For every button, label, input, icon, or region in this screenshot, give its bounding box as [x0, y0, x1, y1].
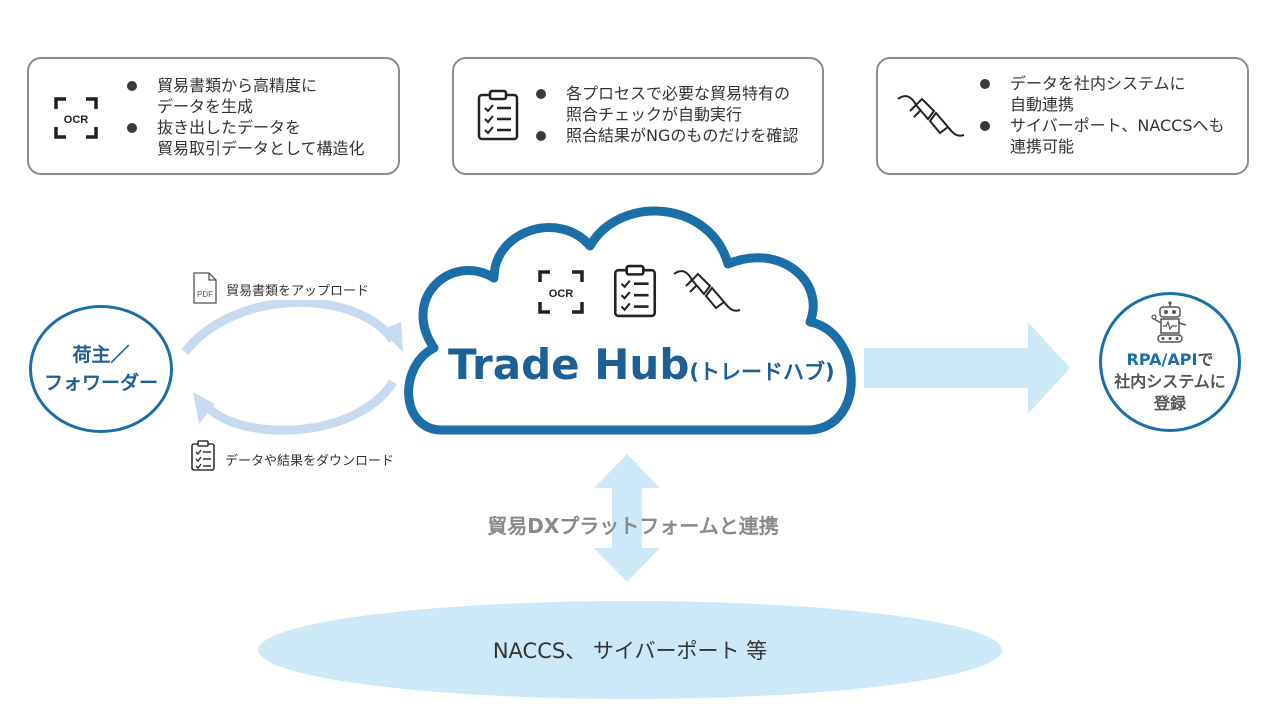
right-arrow [864, 322, 1070, 414]
platform-ellipse: NACCS、 サイバーポート 等 [258, 601, 1002, 699]
hub-title: Trade Hub [448, 340, 690, 389]
robot-icon [1151, 301, 1187, 343]
download-label: データや結果をダウンロード [225, 454, 395, 469]
download-arrow [201, 379, 397, 435]
shipper-line2: フォワーダー [43, 372, 158, 394]
bullet-text: 照合結果がNGのものだけを確認 [566, 126, 799, 145]
upload-arrow [181, 300, 397, 355]
hub-title-group: Trade Hub(トレードハブ) [448, 340, 835, 389]
hub-plug-icon [673, 270, 741, 312]
pdf-file-icon: PDF [193, 272, 217, 304]
rpa-line1: RPA/API [1126, 350, 1198, 369]
bullet: データを社内システムに 自動連携 [978, 73, 1225, 115]
shipper-line1: 荷主／ [72, 344, 130, 366]
rpa-api-node: RPA/APIで 社内システムに 登録 [1099, 292, 1241, 432]
plug-connector-icon [897, 95, 965, 137]
bullet: サイバーポート、NACCSへも 連携可能 [978, 115, 1225, 157]
download-arrowhead [193, 392, 215, 424]
shipper-forwarder-node: 荷主／ フォワーダー [29, 305, 173, 433]
dx-platform-label: 貿易DXプラットフォームと連携 [487, 514, 779, 538]
ocr-icon-text: OCR [64, 114, 89, 126]
feature-list-check: 各プロセスで必要な貿易特有の 照合チェックが自動実行 照合結果がNGのものだけを… [534, 83, 798, 146]
hub-clipboard-icon [613, 264, 657, 318]
bullet-text: サイバーポート、NACCSへも 連携可能 [1010, 116, 1225, 156]
bullet-text: 各プロセスで必要な貿易特有の 照合チェックが自動実行 [566, 84, 791, 124]
ocr-icon-text: OCR [549, 288, 574, 300]
feature-box-check: 各プロセスで必要な貿易特有の 照合チェックが自動実行 照合結果がNGのものだけを… [452, 57, 824, 175]
clipboard-small-icon [191, 440, 215, 471]
feature-list-integration: データを社内システムに 自動連携 サイバーポート、NACCSへも 連携可能 [978, 73, 1225, 157]
hub-ocr-icon: OCR [538, 270, 584, 314]
pdf-icon-text: PDF [197, 290, 213, 299]
platform-label: NACCS、 サイバーポート 等 [492, 639, 768, 663]
bullet: 照合結果がNGのものだけを確認 [534, 125, 798, 146]
bullet: 各プロセスで必要な貿易特有の 照合チェックが自動実行 [534, 83, 798, 125]
rpa-line2: 社内システムに [1114, 372, 1226, 391]
hub-subtitle: (トレードハブ) [689, 360, 835, 384]
cloud-shape [404, 206, 856, 435]
bullet-text: データを社内システムに 自動連携 [1010, 74, 1186, 114]
feature-list-ocr: 貿易書類から高精度に データを生成 抜き出したデータを 貿易取引データとして構造… [125, 75, 365, 159]
bullet: 貿易書類から高精度に データを生成 [125, 75, 365, 117]
bullet: 抜き出したデータを 貿易取引データとして構造化 [125, 117, 365, 159]
bullet-text: 抜き出したデータを 貿易取引データとして構造化 [157, 118, 365, 158]
clipboard-checklist-icon [477, 89, 519, 141]
ocr-icon: OCR [54, 97, 98, 139]
vertical-double-arrow [594, 454, 660, 582]
upload-download-arrows [181, 300, 403, 435]
feature-box-integration: データを社内システムに 自動連携 サイバーポート、NACCSへも 連携可能 [876, 57, 1249, 175]
rpa-line1-suffix: で [1197, 350, 1214, 369]
bullet-text: 貿易書類から高精度に データを生成 [157, 76, 318, 116]
upload-label: 貿易書類をアップロード [226, 284, 370, 299]
feature-box-ocr: OCR 貿易書類から高精度に データを生成 抜き出したデータを 貿易取引データと… [27, 57, 400, 175]
upload-arrowhead [381, 322, 403, 352]
rpa-line3: 登録 [1153, 394, 1186, 413]
